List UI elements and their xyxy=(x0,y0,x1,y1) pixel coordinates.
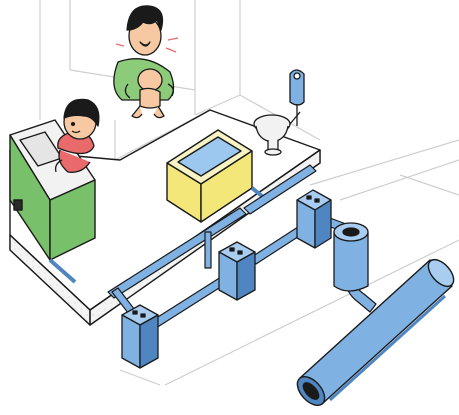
inspection-box-front xyxy=(122,305,158,368)
inspection-box-middle xyxy=(219,242,255,300)
sewer-main-pipe xyxy=(292,255,458,410)
inspection-box-right xyxy=(297,190,331,248)
water-heater xyxy=(290,70,304,126)
drain-trap xyxy=(334,223,368,291)
